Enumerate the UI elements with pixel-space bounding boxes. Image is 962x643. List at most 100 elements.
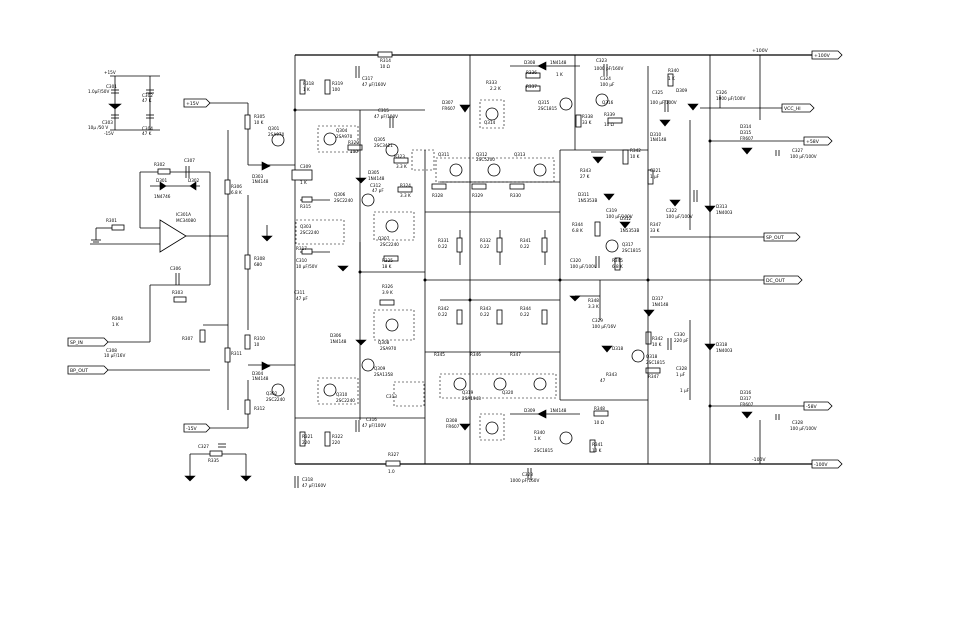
val-r321: 220 [302, 440, 310, 445]
ref-q305: Q305 [374, 137, 386, 142]
resistor-r325 [383, 255, 399, 262]
val-c328: 1 μF [676, 372, 686, 377]
val-c319: 100 μF/100V [606, 214, 633, 219]
ref-c315: C315 [378, 108, 389, 113]
matched-pair-box-2 [317, 125, 359, 153]
net-label-pos-mid: +58V [806, 139, 820, 145]
val-c325: 100 μF/100V [650, 100, 677, 105]
vas-lower: Q309 2SA1358 Q310 2SC2240 C313 C316 47 p… [294, 358, 425, 488]
ref-r342: R342 [630, 148, 641, 153]
val-c311: 47 pF [296, 296, 308, 301]
val-r342-low: 0.22 [438, 312, 448, 317]
ref-c319: C319 [606, 208, 617, 213]
resistor-r301 [111, 224, 125, 231]
ref-r348: R348 [588, 298, 599, 303]
ref-r321: R321 [302, 434, 313, 439]
val-d304: 1N4148 [252, 376, 269, 381]
ref-r312: R312 [254, 406, 265, 411]
ref-c328-right: C328 [792, 420, 803, 425]
ref-r327: R327 [388, 452, 399, 457]
val-q301: 2SA970 [268, 132, 285, 137]
ref-c323: C323 [596, 58, 607, 63]
net-label-bp-out: BP_OUT [70, 368, 88, 374]
ref-r344-low: R344 [520, 306, 531, 311]
val-c308: 10 μF/16V [104, 353, 125, 358]
ref-ic301: IC301A [176, 212, 191, 217]
val-r341-low: 10 K [592, 448, 602, 453]
transistor-q316 [595, 93, 609, 107]
ref-c312: C312 [370, 183, 381, 188]
left-net-tags: +15V SP_IN BP_OUT -15V [67, 98, 248, 433]
val-c324: 100 μF [600, 82, 615, 87]
resistor-r333-low [456, 309, 463, 325]
val-q318: 2SC1815 [646, 360, 665, 365]
ref-q320: Q320 [502, 390, 514, 395]
ref-c308: C308 [106, 348, 117, 353]
val-q304: 2SA970 [336, 134, 353, 139]
ref-c302: C302 [142, 93, 153, 98]
ref-d310: D310 [650, 132, 662, 137]
ref-r306: R306 [231, 184, 242, 189]
val-c301: 1.0μF/50V [88, 89, 109, 94]
protection-box-upper [479, 99, 505, 129]
resistor-r340 [667, 73, 674, 87]
ref-c320: C320 [570, 258, 581, 263]
net-label-pos-high: +100V [814, 53, 831, 59]
val-r322: 220 [332, 440, 340, 445]
resistor-r308 [244, 254, 251, 270]
power-rails: +100V -100V [294, 48, 815, 465]
val-c302: 47 K [142, 98, 152, 103]
net-tag-sp-out: SP_OUT [650, 232, 801, 242]
net-label-neg-low: -15V [186, 426, 198, 432]
ref-c325: C325 [652, 90, 663, 95]
ref-r335: R335 [208, 458, 219, 463]
resistor-r344-low [541, 309, 548, 325]
val-c329: 100 μF/16V [592, 324, 616, 329]
ref-d301: D301 [156, 178, 168, 183]
resistor-r335 [209, 450, 223, 457]
heatsink-box-2 [393, 381, 425, 407]
ref-r308: R308 [254, 256, 265, 261]
val-r327: 1.0 [388, 469, 395, 474]
net-tag-neg-low-bottom: -15V [183, 423, 248, 433]
val-d316: FR607 [740, 402, 754, 407]
ref-r343-lower: R343 [606, 372, 617, 377]
val-c321: 1 μF [650, 174, 660, 179]
val-c328-right: 100 μF/100V [790, 426, 817, 431]
ref-r302: R302 [154, 162, 165, 167]
val-r324: 3.3 K [400, 193, 411, 198]
resistor-r348-low [593, 410, 609, 417]
val-c310: 10 μF/50V [296, 264, 317, 269]
net-label-sp-in: SP_IN [70, 340, 83, 346]
val-r342: 10 K [630, 154, 640, 159]
bias-column: R306 6.8 K R311 R305 10 K R312 D303 1N41… [224, 103, 295, 428]
ref-r339: R339 [604, 112, 615, 117]
ref-d307: D307 [442, 100, 454, 105]
resistor-r312 [244, 399, 251, 415]
val-q302: 2SC2240 [266, 397, 285, 402]
ref-r304: R304 [112, 316, 123, 321]
val-d309-low: 1N4148 [550, 408, 567, 413]
ref-d304: D304 [252, 371, 264, 376]
transistor-q319 [453, 377, 467, 391]
ref-r310: R310 [254, 336, 265, 341]
ref-d308: D308 [524, 60, 536, 65]
ref-d312: D312 [620, 216, 632, 221]
net-label-neg-mid: -58V [806, 404, 818, 410]
ref-d311: D311 [578, 192, 590, 197]
net-tag-dc-out: DC_OUT [425, 275, 803, 285]
val-r319: 100 [332, 87, 340, 92]
resistor-r341 [541, 237, 548, 253]
val-r348-low: 10 Ω [594, 420, 605, 425]
ref-c328: C328 [676, 366, 687, 371]
ref-q314: Q314 [484, 120, 496, 125]
ref-q319: Q319 [462, 390, 474, 395]
resistor-r327 [385, 460, 401, 467]
ref-r346-low: R346 [470, 352, 481, 357]
resistor-r336 [525, 72, 541, 79]
ref-r349: R342 [652, 336, 663, 341]
ref-r343-low: R343 [480, 306, 491, 311]
matched-pair-box-1 [295, 219, 345, 245]
val-r343: 27 K [580, 174, 590, 179]
resistor-r326 [379, 299, 395, 306]
